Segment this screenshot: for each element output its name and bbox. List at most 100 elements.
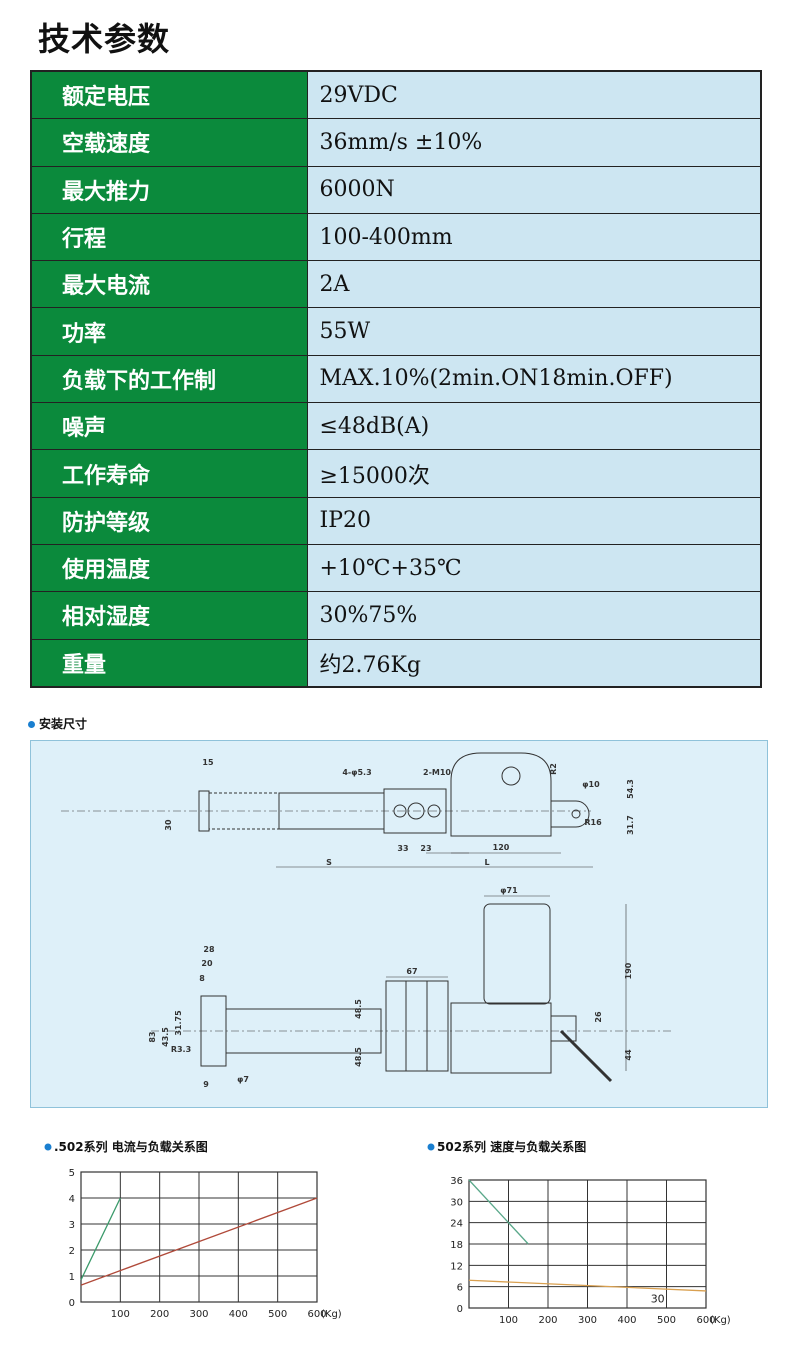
dimension-label: φ71 (500, 886, 518, 895)
y-tick-label: 18 (450, 1240, 463, 1251)
dimension-label: 20 (201, 959, 213, 968)
y-tick-label: 12 (450, 1261, 463, 1272)
spec-label: 相对湿度 (30, 591, 308, 640)
install-section-heading: 安装尺寸 (28, 715, 87, 732)
spec-label: 最大电流 (30, 260, 308, 309)
spec-row: 重量约2.76Kg (30, 638, 762, 688)
dimension-label: 15 (202, 758, 214, 767)
bullet-icon (28, 721, 35, 728)
dimension-label: 120 (493, 843, 510, 852)
dimension-label: φ7 (237, 1075, 249, 1084)
series-line (468, 1279, 707, 1292)
spec-label: 噪声 (30, 402, 308, 451)
dimension-label: 9 (203, 1080, 209, 1089)
dimension-label: L (484, 858, 489, 867)
y-tick-label: 6 (457, 1283, 463, 1294)
dimension-label: φ10 (582, 780, 600, 789)
dimension-label: R16 (584, 818, 602, 827)
x-tick-label: 600 (696, 1315, 715, 1326)
y-tick-label: 0 (457, 1304, 463, 1315)
x-tick-label: 100 (111, 1309, 130, 1320)
spec-value: 29VDC (306, 70, 762, 120)
x-tick-label: 600 (307, 1309, 326, 1320)
y-tick-label: 0 (69, 1298, 75, 1309)
install-title: 安装尺寸 (39, 717, 88, 731)
spec-value: +10℃+35℃ (306, 543, 762, 593)
series-line (468, 1179, 529, 1245)
y-tick-label: 3 (69, 1220, 75, 1231)
series-line (80, 1197, 121, 1281)
dimension-label: 190 (624, 962, 633, 979)
x-axis-unit: (Kg) (710, 1315, 731, 1326)
spec-value: 6000N (306, 165, 762, 214)
x-tick-label: 300 (189, 1309, 208, 1320)
series-line (80, 1197, 318, 1286)
dimension-label: 54.3 (626, 779, 635, 799)
spec-value: IP20 (306, 496, 762, 545)
spec-value: 30%75% (306, 591, 762, 640)
spec-label: 行程 (30, 212, 308, 262)
chart-title: .502系列 电流与负载关系图 (54, 1139, 208, 1154)
spec-label: 空载速度 (30, 118, 308, 167)
page-title: 技术参数 (38, 20, 171, 58)
y-tick-label: 24 (450, 1219, 463, 1230)
dimension-label: 83 (148, 1031, 157, 1042)
spec-row: 工作寿命≥15000次 (30, 449, 762, 498)
dimension-label: R2 (549, 763, 558, 775)
dimension-label: 43.5 (161, 1027, 170, 1047)
dimension-label: 48.5 (354, 1047, 363, 1067)
x-tick-label: 400 (229, 1309, 248, 1320)
x-tick-label: 200 (150, 1309, 169, 1320)
spec-value: ≤48dB(A) (306, 402, 762, 451)
spec-value: 100-400mm (306, 212, 762, 262)
dimension-label: 67 (406, 967, 417, 976)
spec-label: 工作寿命 (30, 449, 308, 498)
dimension-label: 33 (397, 844, 408, 853)
dimension-label: 31.75 (174, 1010, 183, 1036)
dimension-label: 26 (594, 1011, 603, 1023)
y-tick-label: 1 (69, 1272, 75, 1283)
dimension-label: 8 (199, 974, 205, 983)
spec-row: 使用温度+10℃+35℃ (30, 543, 762, 593)
spec-label: 重量 (30, 638, 308, 688)
spec-label: 负载下的工作制 (30, 354, 308, 404)
dimension-label: 31.7 (626, 815, 635, 835)
dimension-label: 48.5 (354, 999, 363, 1019)
spec-value: MAX.10%(2min.ON18min.OFF) (306, 354, 762, 404)
x-tick-label: 300 (578, 1315, 597, 1326)
spec-label: 防护等级 (30, 496, 308, 545)
dimension-label: 4-φ5.3 (342, 768, 371, 777)
dimension-label: S (326, 858, 332, 867)
spec-value: 36mm/s ±10% (306, 118, 762, 167)
chart-title: 502系列 速度与负载关系图 (437, 1139, 586, 1154)
spec-value: 约2.76Kg (306, 638, 762, 688)
y-tick-label: 36 (450, 1176, 463, 1187)
spec-label: 额定电压 (30, 70, 308, 120)
dimension-label: 28 (203, 945, 215, 954)
dimension-label: 23 (420, 844, 431, 853)
chart-annotation: 30 (651, 1293, 665, 1306)
x-tick-label: 200 (538, 1315, 557, 1326)
x-tick-label: 500 (657, 1315, 676, 1326)
spec-label: 最大推力 (30, 165, 308, 214)
side-view (151, 895, 671, 1083)
bullet-icon (44, 1143, 52, 1151)
dimension-label: 2-M10 (423, 768, 451, 777)
y-tick-label: 5 (69, 1168, 75, 1179)
dimension-label: R3.3 (171, 1045, 191, 1054)
x-tick-label: 100 (499, 1315, 518, 1326)
spec-value: 55W (306, 307, 762, 356)
